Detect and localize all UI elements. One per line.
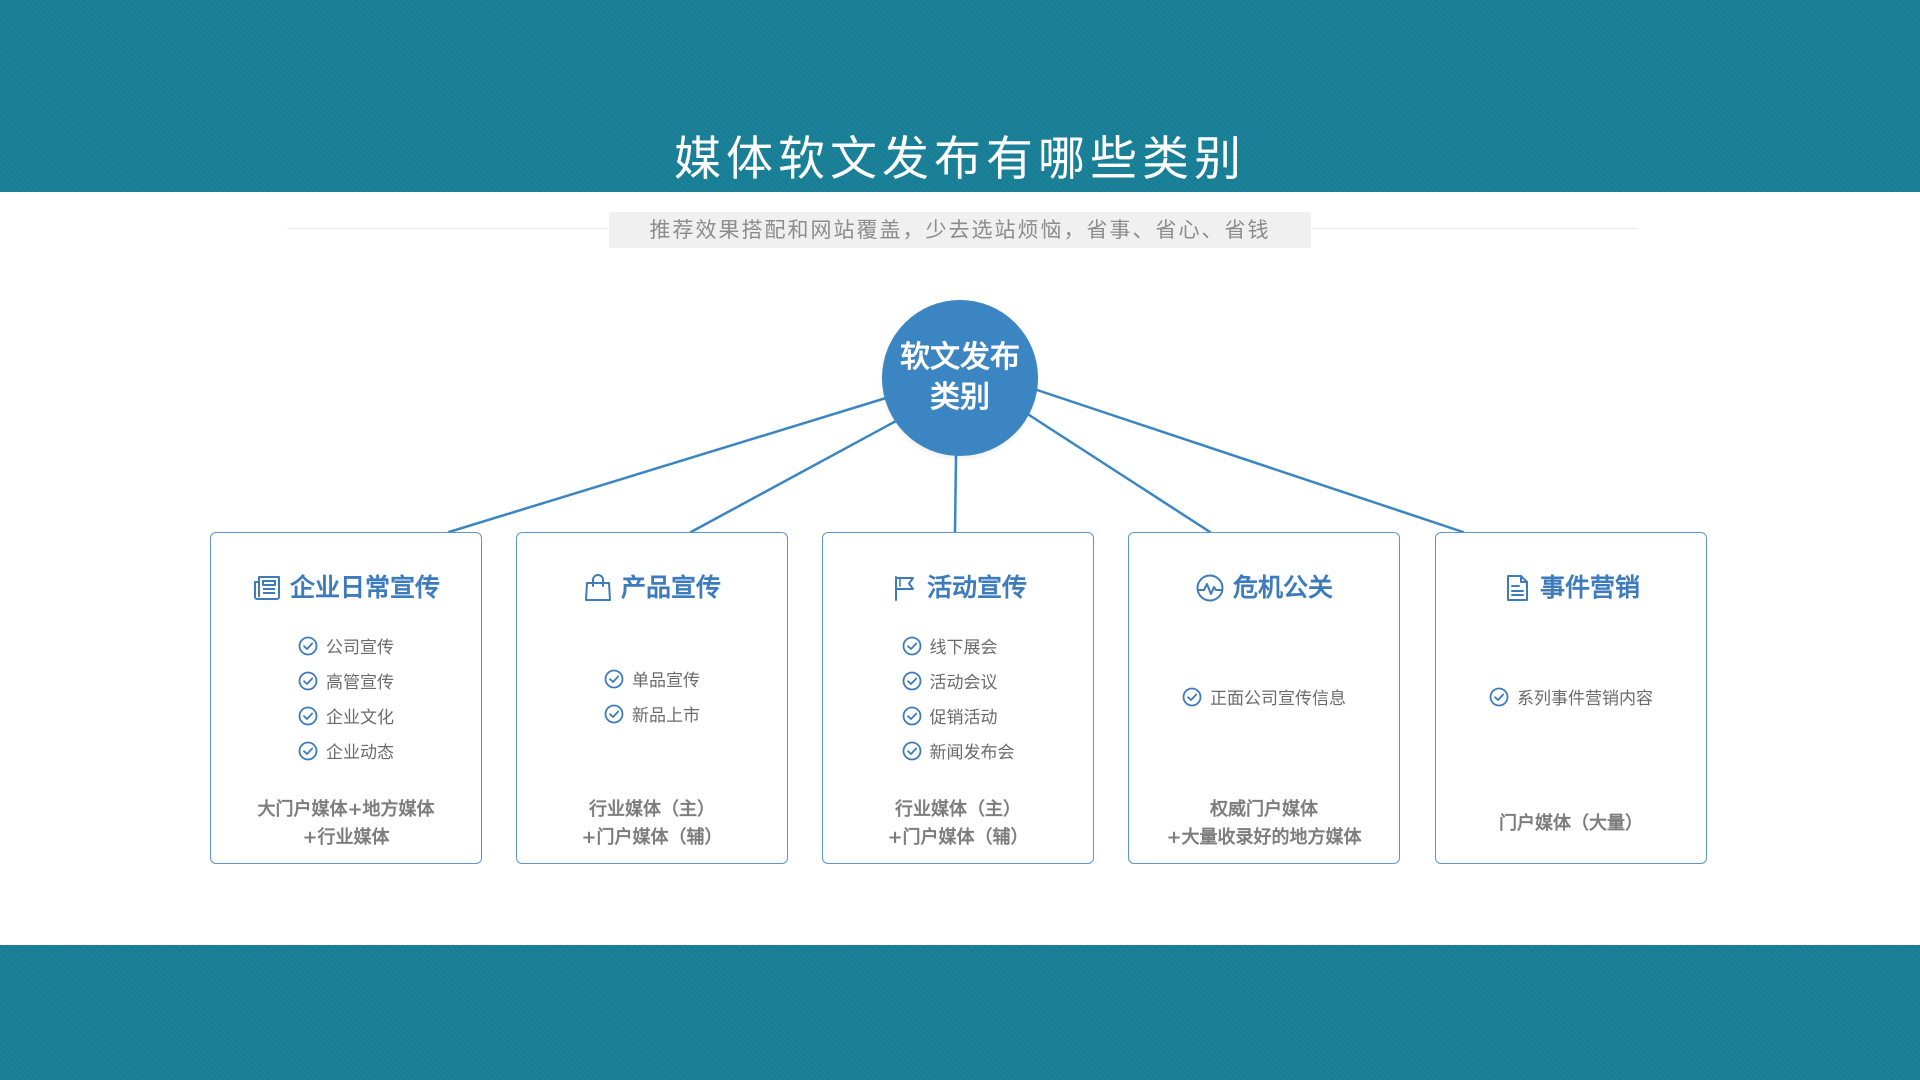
card-footer-line: 门户媒体（大量） bbox=[1499, 813, 1643, 834]
category-card-event-marketing: 事件营销 系列事件营销内容 门户媒体（大量） bbox=[1435, 532, 1707, 864]
list-item-label: 高管宣传 bbox=[326, 673, 394, 693]
header-band bbox=[0, 0, 1920, 192]
list-item: 系列事件营销内容 bbox=[1489, 679, 1653, 714]
list-item: 新闻发布会 bbox=[902, 733, 1015, 768]
pulse-icon bbox=[1196, 574, 1224, 602]
card-title: 活动宣传 bbox=[926, 573, 1027, 602]
check-circle-icon bbox=[902, 636, 921, 655]
card-header: 企业日常宣传 bbox=[211, 571, 481, 605]
list-item: 单品宣传 bbox=[604, 661, 700, 696]
list-item-label: 线下展会 bbox=[929, 638, 998, 658]
card-title: 事件营销 bbox=[1539, 573, 1640, 602]
list-item: 线下展会 bbox=[902, 628, 1015, 663]
check-circle-icon bbox=[298, 706, 318, 725]
check-circle-icon bbox=[902, 706, 921, 725]
list-item: 企业动态 bbox=[298, 733, 394, 768]
list-item: 新品上市 bbox=[604, 696, 700, 731]
list-item-label: 活动会议 bbox=[929, 673, 998, 693]
footer-band bbox=[0, 945, 1920, 1080]
card-footer: 行业媒体（主） +门户媒体（辅） bbox=[517, 796, 787, 852]
card-footer-line: 大门户媒体+地方媒体 bbox=[257, 799, 435, 820]
list-item-label: 新闻发布会 bbox=[929, 743, 1015, 763]
hub-label-line2: 类别 bbox=[930, 380, 990, 415]
card-item-list: 单品宣传 新品上市 bbox=[517, 661, 787, 731]
card-footer-line: 行业媒体（主） bbox=[589, 799, 715, 820]
list-item-label: 正面公司宣传信息 bbox=[1210, 689, 1346, 709]
list-item-label: 新品上市 bbox=[632, 706, 700, 726]
card-footer-line: +大量收录好的地方媒体 bbox=[1166, 827, 1362, 848]
check-circle-icon bbox=[1489, 687, 1509, 706]
list-item: 活动会议 bbox=[902, 663, 1015, 698]
list-item: 高管宣传 bbox=[298, 663, 394, 698]
card-footer: 门户媒体（大量） bbox=[1436, 810, 1706, 838]
list-item-label: 公司宣传 bbox=[326, 638, 394, 658]
card-item-list: 公司宣传 高管宣传 企业文化 企业动态 bbox=[211, 628, 481, 768]
connector-line bbox=[1032, 387, 1465, 534]
category-card-enterprise: 企业日常宣传 公司宣传 高管宣传 企业文化 企业动态 大门户媒体+地方媒体 +行… bbox=[210, 532, 482, 864]
newspaper-icon bbox=[253, 576, 280, 600]
card-header: 事件营销 bbox=[1436, 571, 1706, 605]
connector-line bbox=[447, 396, 888, 534]
check-circle-icon bbox=[902, 741, 921, 760]
check-circle-icon bbox=[604, 669, 624, 688]
check-circle-icon bbox=[604, 704, 624, 723]
card-header: 危机公关 bbox=[1129, 571, 1399, 605]
shopping-bag-icon bbox=[584, 574, 611, 601]
card-footer-line: 权威门户媒体 bbox=[1210, 799, 1318, 820]
list-item: 正面公司宣传信息 bbox=[1182, 679, 1346, 714]
category-card-product: 产品宣传 单品宣传 新品上市 行业媒体（主） +门户媒体（辅） bbox=[516, 532, 788, 864]
check-circle-icon bbox=[1182, 687, 1202, 706]
card-footer-line: 行业媒体（主） bbox=[895, 799, 1021, 820]
card-item-list: 正面公司宣传信息 bbox=[1129, 679, 1399, 714]
hub-node: 软文发布 类别 bbox=[882, 300, 1038, 456]
connector-line bbox=[689, 419, 898, 534]
card-footer-line: +行业媒体 bbox=[302, 827, 390, 848]
list-item-label: 企业动态 bbox=[326, 743, 394, 763]
card-header: 活动宣传 bbox=[823, 571, 1093, 605]
card-title: 危机公关 bbox=[1232, 573, 1333, 602]
check-circle-icon bbox=[902, 671, 921, 690]
card-footer-line: +门户媒体（辅） bbox=[581, 827, 723, 848]
check-circle-icon bbox=[298, 636, 318, 655]
list-item: 促销活动 bbox=[902, 698, 1015, 733]
category-card-event: 活动宣传 线下展会 活动会议 促销活动 新闻发布会 行业媒体（主） +门户媒体（… bbox=[822, 532, 1094, 864]
connector-line bbox=[953, 454, 958, 534]
list-item: 企业文化 bbox=[298, 698, 394, 733]
document-icon bbox=[1506, 575, 1528, 601]
card-item-list: 线下展会 活动会议 促销活动 新闻发布会 bbox=[823, 628, 1093, 768]
flag-icon bbox=[894, 576, 914, 601]
category-card-crisis-pr: 危机公关 正面公司宣传信息 权威门户媒体 +大量收录好的地方媒体 bbox=[1128, 532, 1400, 864]
card-item-list: 系列事件营销内容 bbox=[1436, 679, 1706, 714]
page-subtitle: 推荐效果搭配和网站覆盖，少去选站烦恼，省事、省心、省钱 bbox=[609, 212, 1311, 248]
card-footer: 行业媒体（主） +门户媒体（辅） bbox=[823, 796, 1093, 852]
list-item-label: 系列事件营销内容 bbox=[1517, 689, 1653, 709]
card-header: 产品宣传 bbox=[517, 571, 787, 605]
page-title: 媒体软文发布有哪些类别 bbox=[674, 132, 1246, 187]
card-footer: 权威门户媒体 +大量收录好的地方媒体 bbox=[1129, 796, 1399, 852]
list-item-label: 企业文化 bbox=[326, 708, 394, 728]
check-circle-icon bbox=[298, 671, 318, 690]
list-item: 公司宣传 bbox=[298, 628, 394, 663]
connector-line bbox=[1024, 411, 1212, 534]
list-item-label: 单品宣传 bbox=[632, 671, 700, 691]
card-footer-line: +门户媒体（辅） bbox=[887, 827, 1029, 848]
hub-label-line1: 软文发布 bbox=[900, 340, 1020, 375]
check-circle-icon bbox=[298, 741, 318, 760]
card-title: 产品宣传 bbox=[620, 573, 721, 602]
card-title: 企业日常宣传 bbox=[289, 573, 440, 602]
list-item-label: 促销活动 bbox=[929, 708, 998, 728]
card-footer: 大门户媒体+地方媒体 +行业媒体 bbox=[211, 796, 481, 852]
